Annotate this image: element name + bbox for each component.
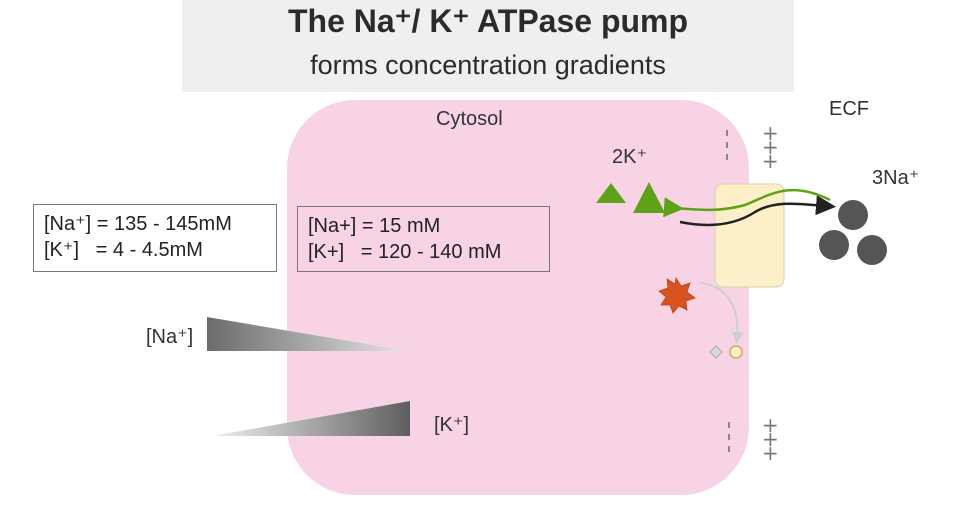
sodium-ion-icon xyxy=(819,230,849,260)
outside-positive-charges-top: + + + xyxy=(762,121,779,173)
sodium-gradient-wedge xyxy=(207,317,408,351)
plus-sign: + xyxy=(762,149,779,173)
sodium-export-arrow xyxy=(679,195,836,227)
title-band: The Na⁺/ K⁺ ATPase pump forms concentrat… xyxy=(182,0,794,92)
plus-sign: + xyxy=(762,413,779,437)
extracellular-sodium-text: [Na⁺] = 135 - 145mM xyxy=(44,213,232,235)
sodium-ion-icon xyxy=(838,200,868,230)
atp-starburst-icon xyxy=(658,276,696,314)
page-title: The Na⁺/ K⁺ ATPase pump xyxy=(287,3,689,39)
cytosol-label: Cytosol xyxy=(436,108,503,130)
plus-sign: + xyxy=(762,121,779,145)
potassium-count-label: 2K⁺ xyxy=(612,146,648,168)
plus-sign: + xyxy=(762,441,779,465)
potassium-gradient-label: [K⁺] xyxy=(434,414,470,436)
outside-positive-charges-bottom: + + + xyxy=(762,413,779,465)
potassium-import-arrow xyxy=(663,188,831,218)
phosphate-circle-icon xyxy=(729,345,743,359)
page-subtitle: forms concentration gradients xyxy=(310,50,666,80)
potassium-gradient-wedge xyxy=(212,401,410,436)
intracellular-concentration-box: [Na+] = 15 mM [K+] = 120 - 140 mM xyxy=(297,206,550,272)
sodium-count-label: 3Na⁺ xyxy=(872,167,920,189)
extracellular-potassium-text: [K⁺] = 4 - 4.5mM xyxy=(44,239,203,261)
potassium-ion-icon xyxy=(633,182,665,213)
ecf-label: ECF xyxy=(829,98,869,120)
phosphate-transfer-arrow xyxy=(699,282,744,344)
sodium-gradient-label: [Na⁺] xyxy=(146,326,194,348)
sodium-potassium-pump xyxy=(714,183,785,288)
plus-sign: + xyxy=(762,427,779,451)
sodium-ion-icon xyxy=(857,235,887,265)
adp-diamond-icon xyxy=(709,345,723,359)
plus-sign: + xyxy=(762,135,779,159)
intracellular-sodium-text: [Na+] = 15 mM xyxy=(308,215,441,237)
intracellular-potassium-text: [K+] = 120 - 140 mM xyxy=(308,241,502,263)
extracellular-concentration-box: [Na⁺] = 135 - 145mM [K⁺] = 4 - 4.5mM xyxy=(33,204,277,272)
potassium-ion-icon xyxy=(596,183,626,203)
